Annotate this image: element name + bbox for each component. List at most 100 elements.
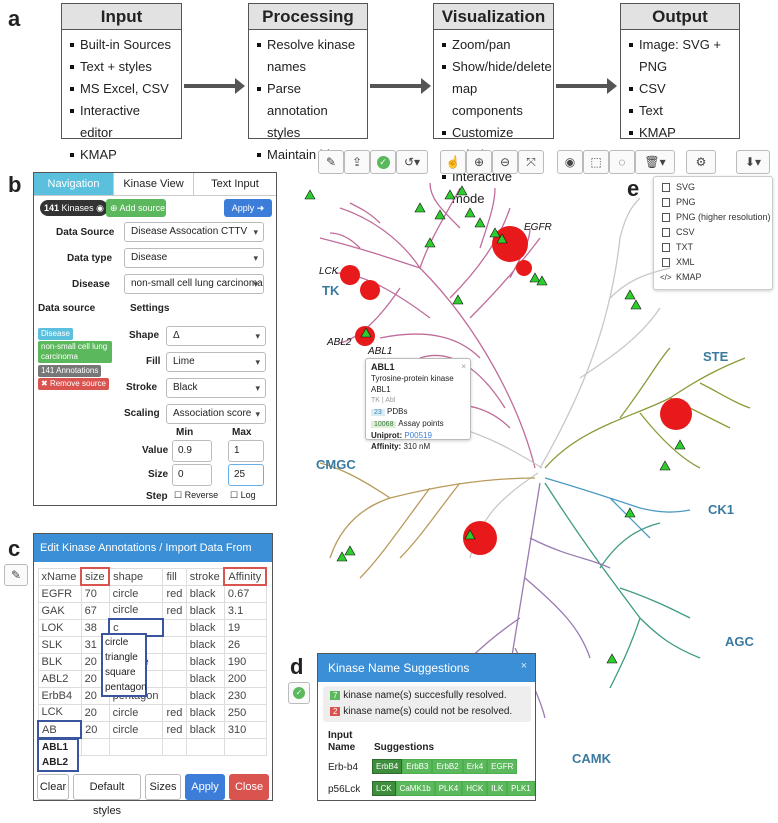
list-item[interactable]: ABL1 (42, 742, 69, 753)
suggestion-button[interactable]: ILK (487, 781, 508, 796)
upload-icon[interactable]: ⇪ (344, 150, 370, 174)
list-item[interactable]: ABL2 (42, 757, 69, 768)
scaling-label: Scaling (124, 408, 160, 419)
list-item: Resolve kinase names (257, 34, 359, 78)
download-icon[interactable]: ⬇▾ (736, 150, 770, 174)
ste-circle[interactable] (660, 398, 692, 430)
editor-title: Edit Kinase Annotations / Import Data Fr… (34, 534, 272, 582)
suggestion-button[interactable]: HCK (462, 781, 488, 796)
pan-hand-icon[interactable]: ☝ (440, 150, 466, 174)
default-styles-button[interactable]: Default styles (73, 774, 141, 817)
annotation-editor: Edit Kinase Annotations / Import Data Fr… (33, 533, 273, 817)
suggestion-button[interactable]: ErbB4 (372, 759, 403, 774)
cmgc-circle[interactable] (463, 521, 497, 555)
marker-circle[interactable] (516, 260, 532, 276)
shape-select[interactable]: Δ (166, 326, 266, 346)
size-max-input[interactable]: 25 (228, 464, 264, 486)
menu-item-kmap[interactable]: </>KMAP (654, 270, 772, 285)
zoom-in-icon[interactable]: ⊕ (466, 150, 492, 174)
disease-select[interactable]: non-small cell lung carcinoma (124, 274, 264, 294)
fit-screen-icon[interactable]: ⤧ (518, 150, 544, 174)
menu-item-svg[interactable]: SVG (654, 180, 772, 195)
menu-item-csv[interactable]: CSV (654, 225, 772, 240)
pipeline-title: Processing (249, 4, 367, 30)
tab-text-input[interactable]: Text Input (211, 178, 259, 190)
stroke-select[interactable]: Black (166, 378, 266, 398)
suggestion-button[interactable]: ErbB3 (402, 759, 433, 774)
list-item[interactable]: triangle (105, 652, 138, 663)
tab-kinase-view[interactable]: Kinase View (114, 173, 194, 195)
add-source-button[interactable]: ⊕ Add source (106, 199, 166, 217)
suggestion-button[interactable]: PLK1 (507, 781, 535, 796)
list-item[interactable]: circle (105, 637, 129, 648)
close-button[interactable]: Close (229, 774, 269, 800)
export-menu: SVG PNG PNG (higher resolution) CSV TXT … (653, 176, 773, 290)
trash-icon[interactable]: 🗑▾ (635, 150, 675, 174)
value-max-input[interactable]: 1 (228, 440, 264, 462)
pencil-icon[interactable]: ✎ (318, 150, 344, 174)
table-row[interactable]: ErbB420pentagonblack230 (37, 686, 267, 705)
group-label-tk: TK (322, 283, 340, 298)
zoom-out-icon[interactable]: ⊖ (492, 150, 518, 174)
suggestion-button[interactable]: ErbB2 (432, 759, 463, 774)
apply-button[interactable]: Apply ➜ (224, 199, 272, 217)
comment-icon[interactable]: ◌ (609, 150, 635, 174)
sizes-button[interactable]: Sizes (145, 774, 181, 800)
suggestion-button[interactable]: LCK (372, 781, 396, 796)
resolved-message: 7 kinase name(s) succesfully resolved. (330, 690, 507, 701)
list-item[interactable]: square (105, 667, 136, 678)
remove-source-button[interactable]: ✖ Remove source (38, 378, 109, 390)
size-min-input[interactable]: 0 (172, 464, 212, 486)
apply-button[interactable]: Apply (185, 774, 225, 800)
tooltip-name: ABL1 (371, 362, 395, 372)
scaling-select[interactable]: Association score (166, 404, 266, 424)
close-icon[interactable]: × (461, 362, 466, 371)
tab-navigation[interactable]: Navigation (34, 173, 114, 195)
tooltip-family: TK | Abl (371, 397, 396, 404)
data-source-select[interactable]: Disease Assocation CTTV (124, 222, 264, 242)
pencil-icon[interactable]: ✎ (4, 564, 28, 586)
reverse-checkbox[interactable]: ☐ Reverse (174, 490, 219, 500)
pdb-badge: 23 (371, 409, 385, 416)
suggestion-button[interactable]: Erk4 (462, 759, 488, 774)
eye-icon[interactable]: ◉ (557, 150, 583, 174)
menu-item-txt[interactable]: TXT (654, 240, 772, 255)
table-row[interactable]: ABL220squareblack200 (37, 669, 267, 688)
suggestion-button[interactable]: CaMK1b (395, 781, 435, 796)
data-type-select[interactable]: Disease (124, 248, 264, 268)
check-icon[interactable]: ✓ (370, 150, 396, 174)
list-item[interactable]: pentagon (105, 682, 147, 693)
label-icon[interactable]: ⬚ (583, 150, 609, 174)
suggestion-button[interactable]: PLK4 (434, 781, 463, 796)
menu-item-xml[interactable]: XML (654, 255, 772, 270)
list-item: Interactive editor (70, 100, 173, 144)
marker-circle[interactable] (360, 280, 380, 300)
gears-icon[interactable]: ⚙ (686, 150, 716, 174)
table-row[interactable]: SLK31circleblack26 (37, 635, 267, 654)
pipeline-arrow (184, 78, 245, 94)
value-min-input[interactable]: 0.9 (172, 440, 212, 462)
name-autocomplete[interactable]: ABL1 ABL2 (37, 738, 79, 772)
uniprot-link[interactable]: P00519 (404, 431, 432, 440)
log-checkbox[interactable]: ☐ Log (230, 490, 256, 500)
egfr-circle[interactable] (492, 226, 528, 262)
shape-autocomplete[interactable]: circle triangle square pentagon (101, 633, 147, 697)
history-icon[interactable]: ↺▾ (396, 150, 428, 174)
pipeline-processing: Processing Resolve kinase names Parse an… (248, 3, 368, 162)
menu-item-png-hires[interactable]: PNG (higher resolution) (654, 210, 772, 225)
table-row[interactable]: BLK20triangleblack190 (37, 652, 267, 671)
list-item: Show/hide/delete map components (442, 56, 552, 122)
suggestion-button[interactable]: EGFR (487, 759, 518, 774)
fill-select[interactable]: Lime (166, 352, 266, 372)
menu-item-png[interactable]: PNG (654, 195, 772, 210)
data-source-label: Data Source (56, 227, 115, 238)
clear-button[interactable]: Clear (37, 774, 69, 800)
lck-circle[interactable] (340, 265, 360, 285)
close-icon[interactable]: × (520, 660, 527, 672)
check-icon[interactable]: ✓ (288, 682, 310, 704)
